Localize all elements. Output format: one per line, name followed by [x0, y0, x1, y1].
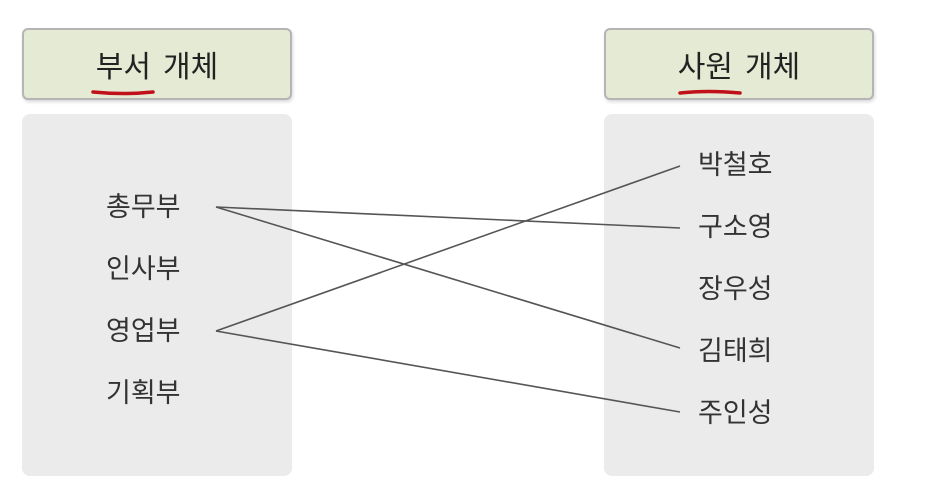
red-underline-mark-departments — [91, 90, 156, 96]
departments-header-underlined-word: 부서 — [91, 42, 156, 96]
employees-header-underlined-text: 사원 — [677, 50, 733, 85]
employee-item-1: 박철호 — [698, 150, 773, 181]
employee-item-4: 김태희 — [698, 336, 773, 367]
departments-header-rest-text: 개체 — [163, 50, 219, 85]
employee-item-5: 주인성 — [698, 398, 773, 429]
departments-panel — [22, 114, 292, 476]
red-underline-mark-employees — [678, 89, 742, 95]
employees-entity-header: 사원 개체 — [604, 28, 874, 100]
employees-header-underlined-word: 사원 — [677, 42, 742, 95]
departments-header-underlined-text: 부서 — [95, 50, 151, 85]
department-item-planning: 기획부 — [106, 378, 181, 409]
department-item-sales: 영업부 — [106, 316, 181, 347]
department-item-hr: 인사부 — [106, 254, 181, 285]
department-item-general-affairs: 총무부 — [106, 192, 181, 223]
departments-entity-header: 부서 개체 — [22, 28, 292, 100]
employee-item-3: 장우성 — [698, 274, 773, 305]
employees-header-rest-text: 개체 — [745, 50, 801, 85]
employee-item-2: 구소영 — [698, 212, 773, 243]
